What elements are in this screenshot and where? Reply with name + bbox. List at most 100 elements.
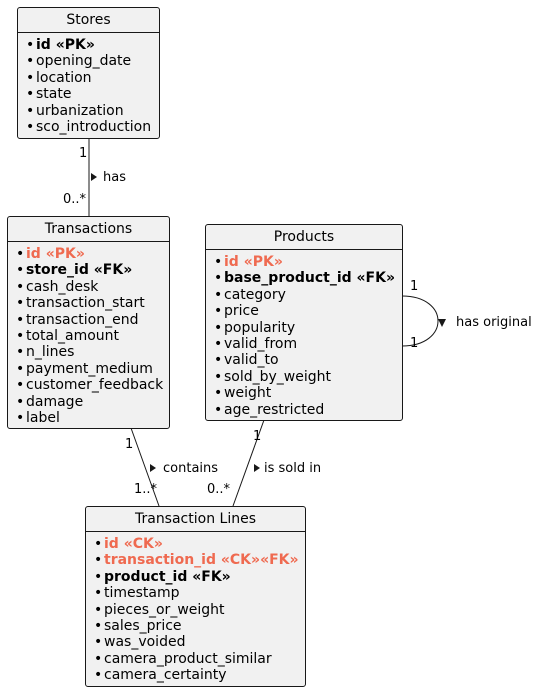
field-list: •id «PK»•store_id «FK»•cash_desk•transac… — [8, 242, 169, 426]
entity-field: •transaction_id «CK»«FK» — [94, 552, 305, 568]
entity-field: •total_amount — [16, 328, 169, 344]
edge-transactions-lines — [130, 427, 160, 507]
entity-title: Transactions — [8, 217, 169, 242]
field-name: sold_by_weight — [224, 368, 332, 385]
entity-field: •base_product_id «FK» — [214, 270, 402, 286]
bullet-icon: • — [16, 246, 25, 262]
entity-field: •id «PK» — [214, 254, 402, 270]
field-name: price — [224, 303, 259, 320]
relation-label-contains: contains — [163, 461, 219, 476]
entity-field: •location — [26, 70, 159, 86]
bullet-icon: • — [26, 53, 35, 70]
entity-field: •sales_price — [94, 618, 305, 634]
bullet-icon: • — [94, 618, 103, 635]
entity-field: •product_id «FK» — [94, 569, 305, 585]
entity-field: •label — [16, 410, 169, 426]
field-list: •id «PK»•base_product_id «FK»•category•p… — [206, 250, 402, 418]
entity-products[interactable]: Products •id «PK»•base_product_id «FK»•c… — [205, 224, 403, 421]
bullet-icon: • — [16, 278, 25, 295]
bullet-icon: • — [214, 303, 223, 320]
field-name: store_id «FK» — [26, 262, 133, 279]
bullet-icon: • — [94, 552, 103, 569]
field-name: id «PK» — [224, 254, 283, 270]
entity-transactions[interactable]: Transactions •id «PK»•store_id «FK»•cash… — [7, 216, 170, 429]
direction-arrow-has — [91, 173, 97, 181]
direction-arrow-contains — [150, 464, 156, 472]
bullet-icon: • — [94, 634, 103, 651]
entity-field: •payment_medium — [16, 361, 169, 377]
bullet-icon: • — [26, 86, 35, 103]
bullet-icon: • — [26, 119, 35, 136]
bullet-icon: • — [16, 328, 25, 345]
bullet-icon: • — [214, 352, 223, 369]
mult-transactions-lines-from: 1 — [125, 437, 134, 452]
edge-products-lines — [232, 419, 265, 507]
direction-arrow-has-original — [438, 319, 446, 327]
field-name: id «PK» — [26, 246, 85, 262]
field-name: base_product_id «FK» — [224, 270, 396, 287]
field-name: location — [36, 69, 92, 86]
bullet-icon: • — [94, 585, 103, 602]
field-name: camera_certainty — [104, 667, 227, 684]
field-name: sales_price — [104, 618, 182, 635]
entity-field: •transaction_start — [16, 295, 169, 311]
bullet-icon: • — [214, 385, 223, 402]
entity-field: •timestamp — [94, 585, 305, 601]
entity-field: •transaction_end — [16, 312, 169, 328]
entity-transaction-lines[interactable]: Transaction Lines •id «CK»•transaction_i… — [85, 506, 306, 687]
field-name: transaction_start — [26, 295, 145, 312]
bullet-icon: • — [94, 650, 103, 667]
field-name: transaction_id «CK»«FK» — [104, 552, 299, 569]
field-name: urbanization — [36, 102, 124, 119]
bullet-icon: • — [16, 311, 25, 328]
entity-field: •camera_product_similar — [94, 651, 305, 667]
field-name: was_voided — [104, 634, 186, 651]
bullet-icon: • — [94, 536, 103, 552]
entity-field: •state — [26, 86, 159, 102]
field-name: pieces_or_weight — [104, 601, 225, 618]
mult-products-lines-to: 0..* — [207, 482, 231, 497]
bullet-icon: • — [214, 254, 223, 270]
entity-field: •sco_introduction — [26, 119, 159, 135]
field-name: valid_to — [224, 352, 279, 369]
mult-transactions-side: 0..* — [63, 192, 87, 207]
field-name: damage — [26, 393, 84, 410]
entity-field: •age_restricted — [214, 402, 402, 418]
relation-label-has-original: has original — [456, 315, 532, 330]
entity-field: •was_voided — [94, 634, 305, 650]
entity-field: •valid_from — [214, 336, 402, 352]
field-name: id «CK» — [104, 536, 163, 552]
bullet-icon: • — [214, 336, 223, 353]
bullet-icon: • — [214, 270, 223, 287]
bullet-icon: • — [94, 601, 103, 618]
entity-field: •n_lines — [16, 344, 169, 360]
bullet-icon: • — [16, 295, 25, 312]
entity-field: •id «CK» — [94, 536, 305, 552]
field-name: weight — [224, 385, 272, 402]
entity-field: •id «PK» — [26, 37, 159, 53]
entity-field: •sold_by_weight — [214, 369, 402, 385]
bullet-icon: • — [94, 568, 103, 585]
mult-products-lines-from: 1 — [253, 429, 262, 444]
entity-field: •popularity — [214, 320, 402, 336]
edge-products-self — [401, 295, 439, 347]
entity-title: Transaction Lines — [86, 507, 305, 532]
bullet-icon: • — [16, 344, 25, 361]
bullet-icon: • — [26, 69, 35, 86]
entity-field: •opening_date — [26, 53, 159, 69]
relation-label-is-sold-in: is sold in — [264, 461, 322, 476]
entity-field: •category — [214, 287, 402, 303]
entity-field: •camera_certainty — [94, 667, 305, 683]
field-name: popularity — [224, 319, 296, 336]
field-name: age_restricted — [224, 401, 325, 418]
field-list: •id «CK»•transaction_id «CK»«FK»•product… — [86, 532, 305, 684]
entity-stores[interactable]: Stores •id «PK»•opening_date•location•st… — [17, 7, 160, 139]
mult-self-from: 1 — [410, 279, 419, 294]
field-name: payment_medium — [26, 360, 153, 377]
bullet-icon: • — [214, 401, 223, 418]
field-name: cash_desk — [26, 278, 99, 295]
field-name: category — [224, 286, 286, 303]
entity-field: •customer_feedback — [16, 377, 169, 393]
field-name: sco_introduction — [36, 119, 152, 136]
bullet-icon: • — [16, 377, 25, 394]
